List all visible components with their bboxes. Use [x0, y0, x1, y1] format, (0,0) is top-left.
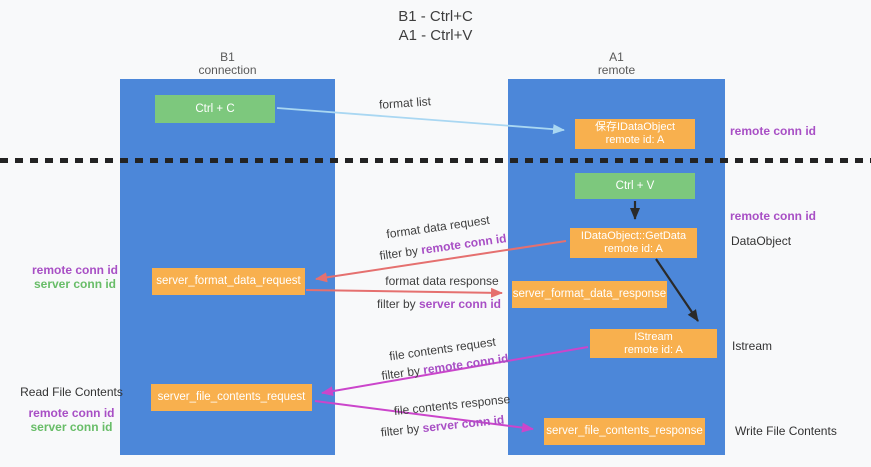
remote-conn-id-annotation: remote conn id	[31, 263, 118, 277]
format-request-node: server_format_data_request	[152, 268, 305, 295]
lifeline-a1-sub: remote	[597, 63, 636, 77]
diagram-title: B1 - Ctrl+C A1 - Ctrl+V	[0, 7, 871, 45]
write-file-contents-label: Write File Contents	[735, 424, 837, 438]
format-list-arrow	[276, 107, 565, 135]
remote-conn-id-annotation-top: remote conn id	[730, 124, 817, 138]
lifeline-a1-name: A1	[609, 50, 624, 64]
istream-line2: remote id: A	[624, 343, 683, 356]
istream-annotation: Istream	[732, 339, 773, 353]
file-response-label: server_file_contents_response	[546, 425, 703, 437]
lifeline-header-a1: A1 remote	[508, 51, 725, 77]
title-line-1: B1 - Ctrl+C	[398, 8, 473, 25]
save-dataobject-node: 保存IDataObject remote id: A	[575, 119, 695, 149]
read-file-annotation-block: Read File Contents remote conn id server…	[14, 385, 129, 434]
getdata-to-istream-arrow	[655, 258, 699, 322]
read-file-contents-label: Read File Contents	[20, 385, 123, 399]
save-dataobject-line1: 保存IDataObject	[594, 121, 676, 133]
getdata-line2: remote id: A	[604, 243, 663, 255]
title-line-2: A1 - Ctrl+V	[398, 27, 473, 44]
file-request-node: server_file_contents_request	[151, 384, 312, 411]
ctrl-v-label: Ctrl + V	[615, 179, 655, 192]
session-divider	[0, 158, 871, 163]
format-request-label: server_format_data_request	[156, 275, 301, 287]
lifeline-b1-name: B1	[220, 50, 235, 64]
istream-line1: IStream	[634, 330, 673, 343]
format-response-label: server_format_data_response	[512, 288, 667, 300]
lifeline-header-b1: B1 connection	[120, 51, 335, 77]
save-dataobject-line2: remote id: A	[605, 134, 665, 146]
file-response-node: server_file_contents_response	[544, 418, 705, 445]
format-response-node: server_format_data_response	[512, 281, 667, 308]
getdata-node: IDataObject::GetData remote id: A	[570, 228, 697, 258]
format-response-filter-label: filter by server conn id	[364, 297, 514, 311]
ctrl-v-node: Ctrl + V	[575, 173, 695, 199]
format-data-response-label: format data response	[385, 274, 499, 288]
remote-conn-id-annotation-mid: remote conn id	[730, 209, 817, 223]
server-conn-id-annotation: server conn id	[30, 420, 113, 434]
format-response-arrow	[305, 287, 503, 298]
ctrl-c-label: Ctrl + C	[195, 102, 235, 115]
file-request-arrow	[321, 346, 589, 397]
file-response-arrow	[314, 400, 534, 433]
ctrl-c-node: Ctrl + C	[155, 95, 275, 123]
server-conn-id-text: server conn id	[418, 297, 502, 311]
format-request-arrow	[315, 240, 567, 283]
filter-by-text: filter by	[376, 297, 419, 311]
lifeline-b1-sub: connection	[198, 63, 257, 77]
server-conn-id-annotation: server conn id	[33, 277, 117, 291]
getdata-line1: IDataObject::GetData	[580, 230, 687, 242]
istream-node: IStream remote id: A	[590, 329, 717, 358]
remote-conn-id-annotation: remote conn id	[28, 406, 115, 420]
dataobject-annotation: DataObject	[731, 234, 792, 248]
conn-ids-annotation-left-1: remote conn id server conn id	[20, 263, 130, 291]
file-request-label: server_file_contents_request	[157, 391, 306, 403]
